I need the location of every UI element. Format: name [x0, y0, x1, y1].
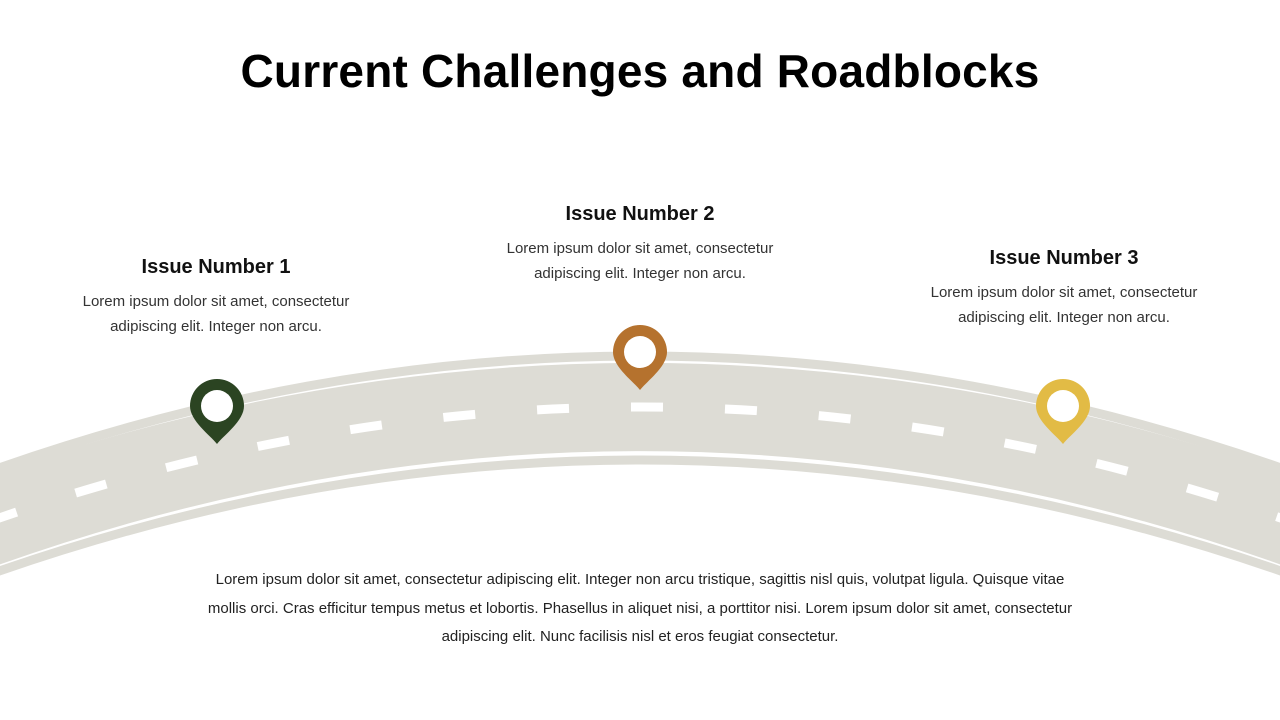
lane-markings: [0, 402, 1280, 523]
issue-3-title: Issue Number 3: [989, 247, 1139, 269]
issue-2-description: Lorem ipsum dolor sit amet, consectetur …: [506, 240, 774, 282]
pin-center: [1047, 390, 1079, 422]
pin-center: [201, 390, 233, 422]
map-pin-icon: [613, 325, 667, 390]
road-edge-inner: [0, 455, 1280, 576]
issue-1-title: Issue Number 1: [141, 256, 291, 278]
pin-center: [624, 336, 656, 368]
page-title: Current Challenges and Roadblocks: [240, 45, 1040, 97]
pins: [190, 325, 1090, 444]
road: [0, 351, 1280, 576]
map-pin-icon: [190, 379, 244, 444]
issue-2: Issue Number 2 Lorem ipsum dolor sit ame…: [480, 203, 800, 286]
issue-3: Issue Number 3 Lorem ipsum dolor sit ame…: [904, 247, 1224, 330]
issue-1: Issue Number 1 Lorem ipsum dolor sit ame…: [56, 256, 376, 339]
issue-1-description: Lorem ipsum dolor sit amet, consectetur …: [82, 293, 350, 335]
issue-3-description: Lorem ipsum dolor sit amet, consectetur …: [930, 284, 1198, 326]
map-pin-icon: [1036, 379, 1090, 444]
summary-text: Lorem ipsum dolor sit amet, consectetur …: [207, 571, 1073, 645]
issue-2-title: Issue Number 2: [565, 203, 715, 225]
